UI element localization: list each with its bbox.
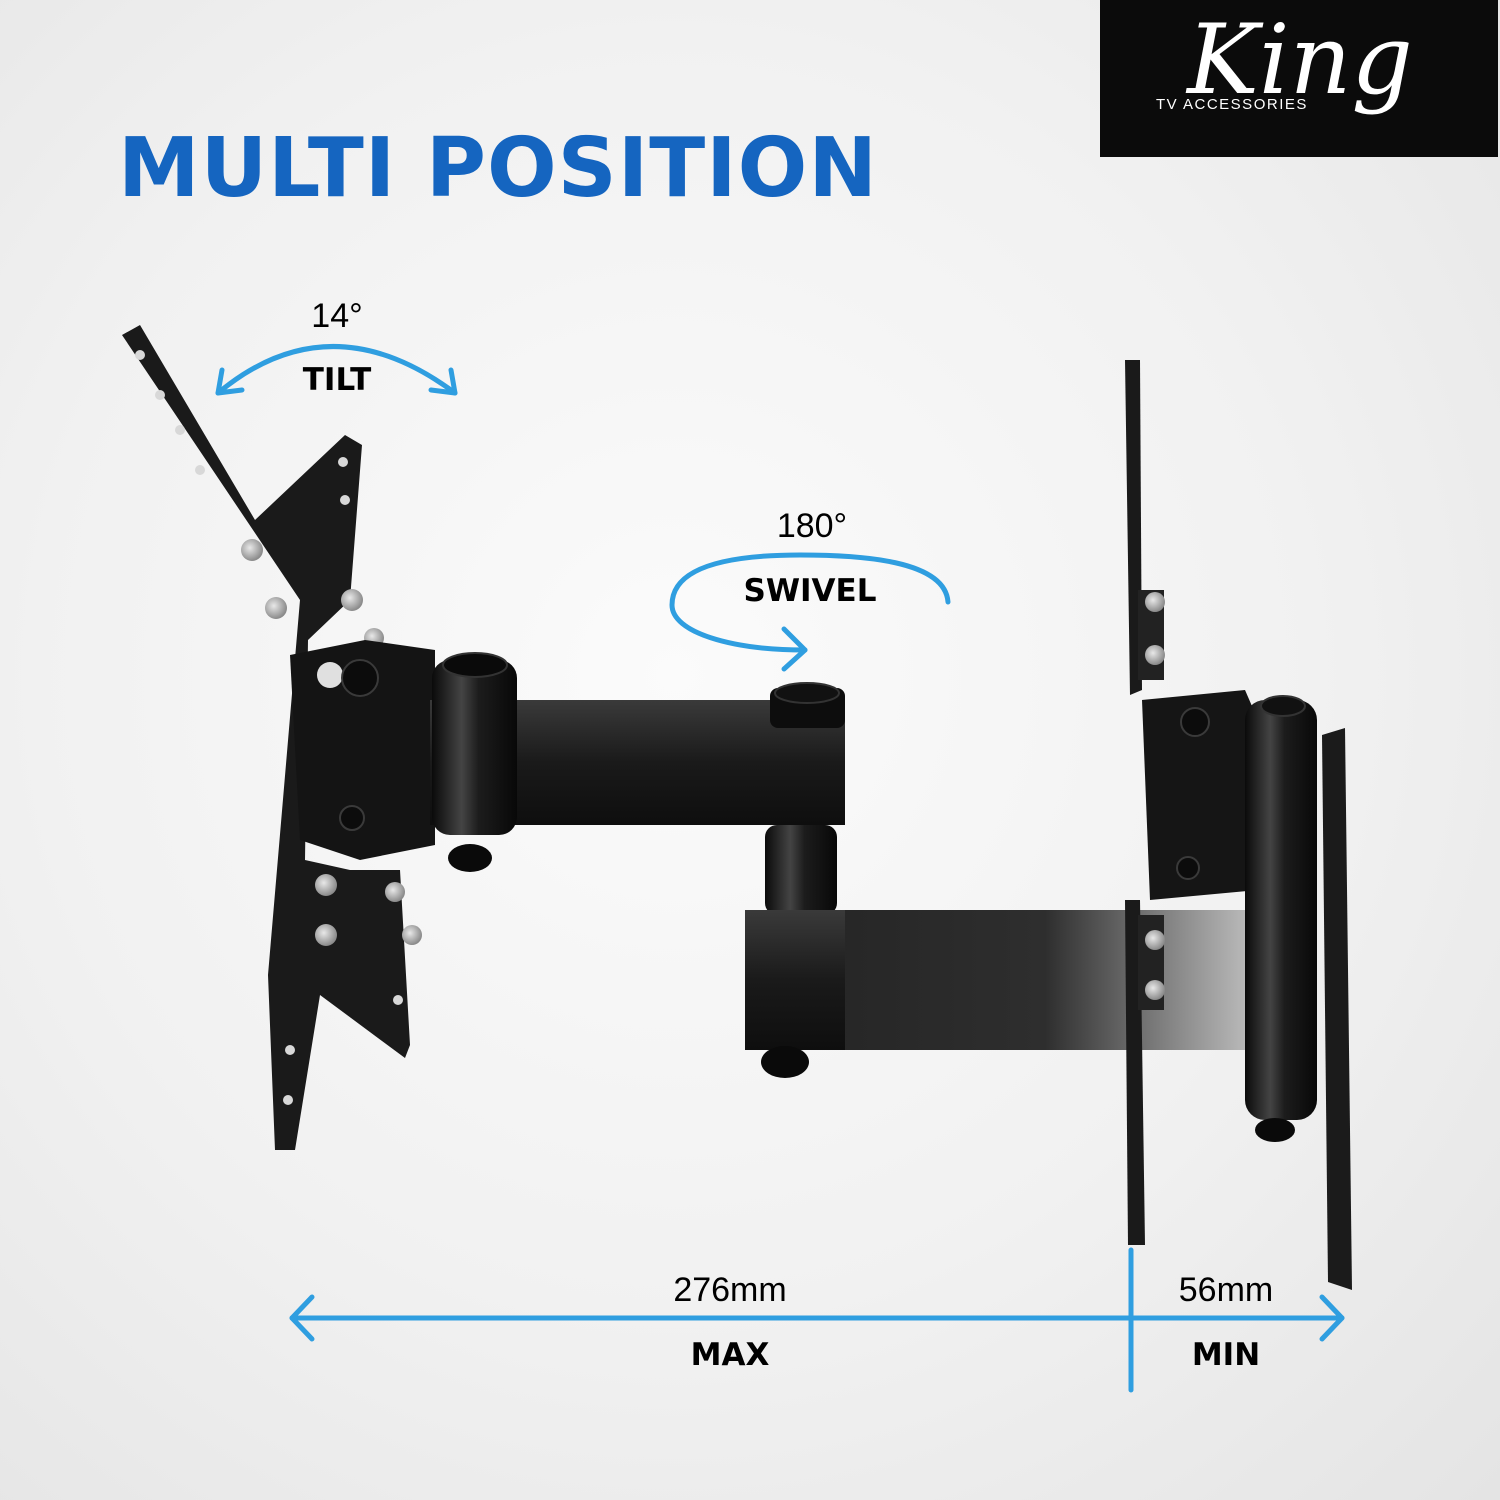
wall-bracket xyxy=(1142,690,1352,1290)
tilt-arrow xyxy=(215,344,458,396)
brand-subtitle: TV ACCESSORIES xyxy=(1156,96,1308,113)
min-extension-value: 56mm xyxy=(1179,1271,1273,1309)
max-extension-label: MAX xyxy=(691,1337,770,1373)
elbow-joint xyxy=(765,825,837,915)
tilt-angle-label: 14° xyxy=(311,297,362,335)
tilt-bracket xyxy=(290,640,435,860)
swivel-label: SWIVEL xyxy=(744,573,877,609)
lower-arm xyxy=(745,910,1245,1078)
swivel-arrow xyxy=(669,552,951,672)
brand-logo: King TV ACCESSORIES xyxy=(1100,0,1498,157)
page-title: MULTI POSITION xyxy=(118,121,879,216)
vesa-plate-left xyxy=(122,325,422,1150)
max-extension-value: 276mm xyxy=(673,1271,786,1309)
vesa-plate-right xyxy=(1125,360,1165,1245)
tilt-label: TILT xyxy=(303,362,371,398)
min-extension-label: MIN xyxy=(1192,1337,1260,1373)
extension-dimension xyxy=(289,1247,1345,1393)
upper-arm xyxy=(430,652,845,872)
brand-wordmark: King xyxy=(1187,4,1413,116)
swivel-angle-label: 180° xyxy=(777,507,847,545)
